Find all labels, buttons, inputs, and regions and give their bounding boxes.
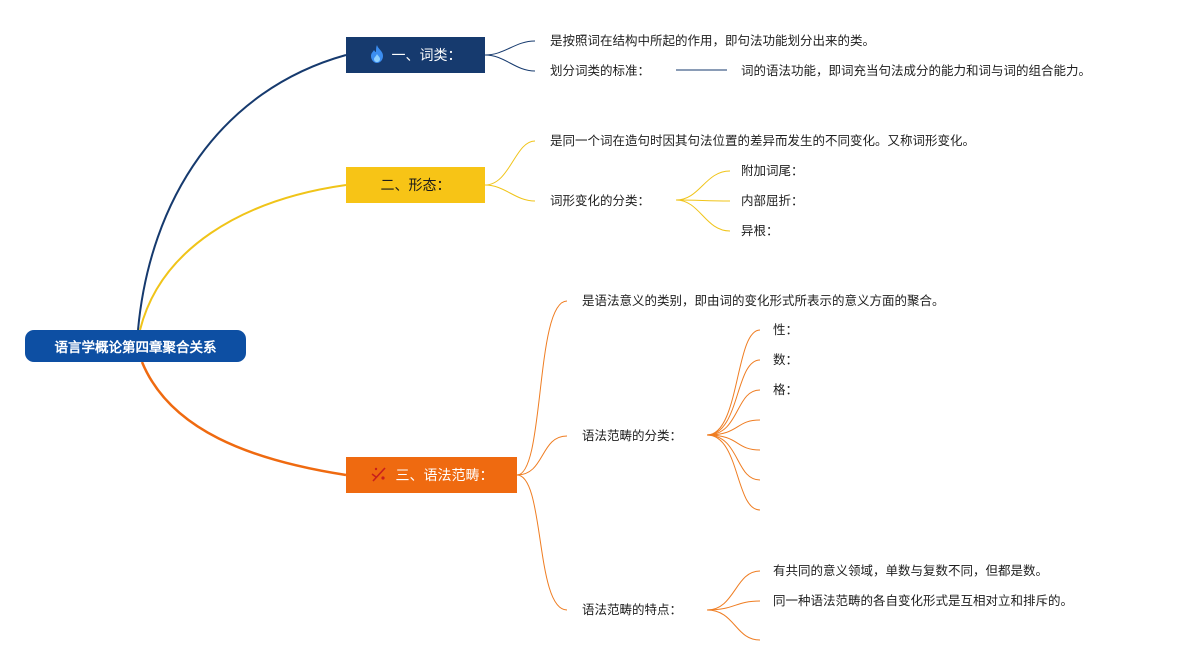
link-t2-c2-s1: [675, 170, 731, 201]
inflection-types[interactable]: 词形变化的分类：: [550, 193, 651, 208]
link-t3-c2-s5: [706, 434, 761, 451]
link-t1-c1: [484, 40, 536, 56]
topic-grammatical-category[interactable]: 三、语法范畴：: [346, 457, 517, 493]
topic-word-class[interactable]: 一、词类：: [346, 37, 485, 73]
link-t2-c2: [484, 184, 536, 202]
link-t3-c2-s3: [706, 389, 761, 436]
fire-icon: [370, 44, 384, 66]
feature-mutual-exclusion[interactable]: 同一种语法范畴的各自变化形式是互相对立和排斥的。: [773, 593, 1074, 608]
root-node[interactable]: 语言学概论第四章聚合关系: [25, 330, 246, 362]
grammatical-category-features[interactable]: 语法范畴的特点：: [582, 602, 683, 617]
topic-grammatical-category-label: 三、语法范畴：: [395, 468, 494, 484]
grammatical-category-definition[interactable]: 是语法意义的类别，即由词的变化形式所表示的意义方面的聚合。: [582, 293, 945, 308]
topic-word-class-label: 一、词类：: [391, 48, 462, 64]
link-root-topic3: [140, 361, 347, 477]
category-gender[interactable]: 性：: [773, 322, 799, 337]
link-t1-c2: [484, 54, 536, 72]
link-t3-c2-s4: [706, 419, 761, 436]
inflection-type-suffix[interactable]: 附加词尾：: [741, 163, 804, 178]
link-t3-c2-s1: [706, 329, 761, 436]
topic-morphology[interactable]: 二、形态：: [346, 167, 485, 203]
word-class-criterion-detail[interactable]: 词的语法功能，即词充当句法成分的能力和词与词的组合能力。: [741, 63, 1092, 78]
link-t3-c2: [516, 435, 568, 476]
link-root-topic1: [137, 54, 347, 331]
category-number[interactable]: 数：: [773, 352, 799, 367]
link-t2-c1: [484, 140, 536, 186]
grammatical-category-types[interactable]: 语法范畴的分类：: [582, 428, 683, 443]
link-t3-c3-s2: [706, 600, 761, 611]
root-label: 语言学概论第四章聚合关系: [54, 340, 217, 356]
link-t3-c2-s7: [706, 434, 761, 511]
feature-shared-domain[interactable]: 有共同的意义领域，单数与复数不同，但都是数。: [773, 563, 1049, 578]
link-root-topic2: [139, 184, 347, 331]
link-t3-c3: [516, 474, 568, 611]
link-t3-c1: [516, 300, 568, 476]
link-t3-c2-s2: [706, 359, 761, 436]
word-class-definition[interactable]: 是按照词在结构中所起的作用，即句法功能划分出来的类。: [550, 33, 876, 48]
sparkle-icon: [370, 465, 388, 486]
link-t3-c3-s3: [706, 609, 761, 641]
link-t3-c3-s1: [706, 570, 761, 611]
category-case[interactable]: 格：: [773, 382, 799, 397]
inflection-type-suppletion[interactable]: 异根：: [741, 223, 779, 238]
link-t2-c2-s3: [675, 199, 731, 232]
inflection-type-internal[interactable]: 内部屈折：: [741, 193, 804, 208]
morphology-definition[interactable]: 是同一个词在造句时因其句法位置的差异而发生的不同变化。又称词形变化。: [550, 133, 976, 148]
link-t3-c2-s6: [706, 434, 761, 481]
link-t2-c2-s2: [675, 199, 731, 202]
word-class-criterion[interactable]: 划分词类的标准：: [550, 63, 651, 78]
topic-morphology-label: 二、形态：: [380, 178, 451, 194]
